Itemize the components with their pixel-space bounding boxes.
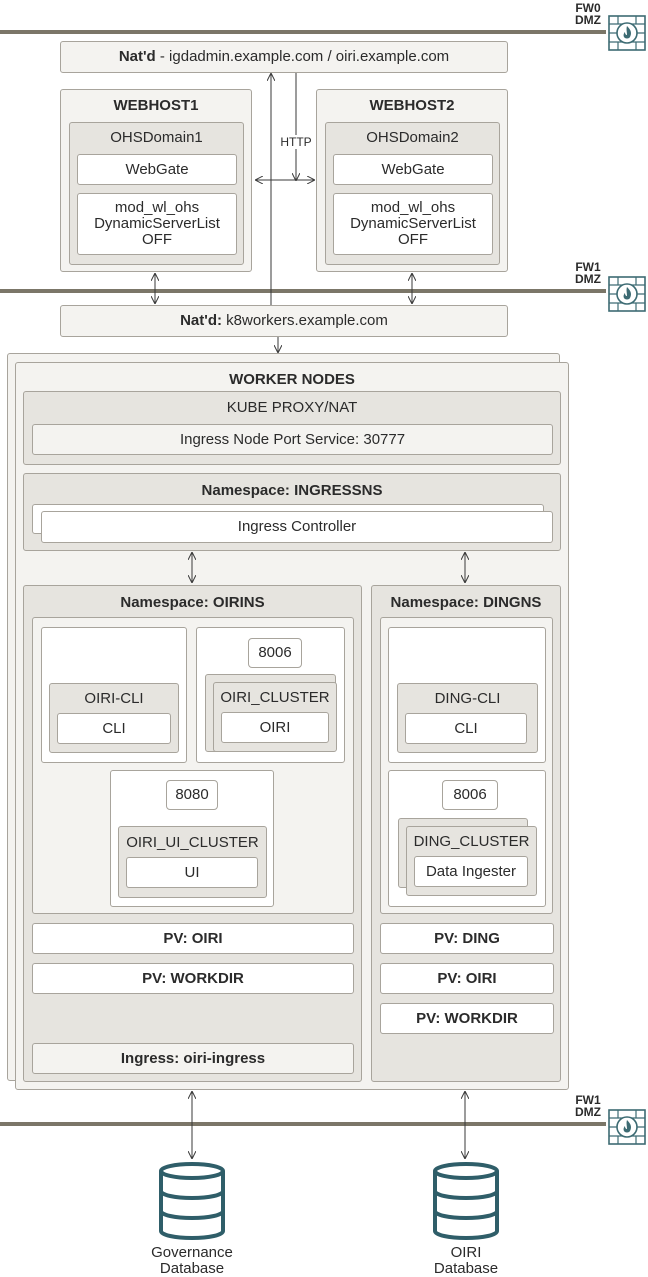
- kube-proxy-title: KUBE PROXY/NAT: [226, 399, 358, 416]
- pv-workdir: PV: WORKDIR: [380, 1003, 554, 1034]
- webhost2-title: WEBHOST2: [369, 97, 455, 114]
- nat-bar-top: Nat'd - igdadmin.example.com / oiri.exam…: [60, 41, 508, 73]
- dingns-pods-area: DING-CLI CLI 8006 DING_CLUSTER Data Inge…: [380, 617, 553, 914]
- dingns-title: Namespace: DINGNS: [390, 594, 542, 611]
- oiri-cluster-port: 8006: [248, 638, 302, 668]
- oiri-cluster-pod: 8006 OIRI_CLUSTER OIRI: [196, 627, 345, 763]
- oiri-ui-cluster-inner: UI: [126, 857, 258, 888]
- ding-cluster-inner: Data Ingester: [414, 856, 528, 887]
- oiri-ui-cluster-pod: 8080 OIRI_UI_CLUSTER UI: [110, 770, 274, 907]
- pv-ding: PV: DING: [380, 923, 554, 954]
- firewall-line-fw1-bottom: [0, 1122, 606, 1126]
- oiri-cli-inner: CLI: [57, 713, 171, 744]
- ingress-oiri-ingress: Ingress: oiri-ingress: [32, 1043, 354, 1074]
- oirins-pods-area: OIRI-CLI CLI 8006 OIRI_CLUSTER OIRI 8080: [32, 617, 354, 914]
- namespace-ingressns: Namespace: INGRESSNS Ingress Controller: [23, 473, 561, 551]
- http-connectors: [0, 73, 648, 360]
- oiri-ui-cluster-container: OIRI_UI_CLUSTER UI: [118, 826, 267, 898]
- firewall-icon: [608, 15, 646, 51]
- firewall-line-fw1-top: [0, 289, 606, 293]
- ding-cluster-pod: 8006 DING_CLUSTER Data Ingester: [388, 770, 546, 907]
- oiri-cluster-inner: OIRI: [221, 712, 329, 743]
- oiri-cli-container: OIRI-CLI CLI: [49, 683, 179, 753]
- ding-cli-container: DING-CLI CLI: [397, 683, 538, 753]
- firewall-icon: [608, 1109, 646, 1145]
- oiri-ui-cluster-title: OIRI_UI_CLUSTER: [126, 834, 259, 851]
- database-icon: [433, 1162, 499, 1240]
- nat-bar-workers: Nat'd: k8workers.example.com: [60, 305, 508, 337]
- firewall-line-fw0: [0, 30, 606, 34]
- database-icon: [159, 1162, 225, 1240]
- ding-cluster-container: DING_CLUSTER Data Ingester: [406, 826, 537, 896]
- oiri-ui-cluster-port: 8080: [166, 780, 218, 810]
- oiri-cluster-title: OIRI_CLUSTER: [220, 689, 330, 706]
- webgate-box: WebGate: [77, 154, 237, 185]
- oiri-cli-pod: OIRI-CLI CLI: [41, 627, 187, 763]
- pv-oiri: PV: OIRI: [380, 963, 554, 994]
- ding-cluster-title: DING_CLUSTER: [413, 833, 530, 850]
- ding-cluster-port: 8006: [442, 780, 498, 810]
- ohs-domain2-title: OHSDomain2: [366, 129, 459, 146]
- oiri-cli-title: OIRI-CLI: [84, 690, 144, 707]
- oiri-cluster-container: OIRI_CLUSTER OIRI: [213, 682, 337, 752]
- pv-oiri: PV: OIRI: [32, 923, 354, 954]
- webhost1-title: WEBHOST1: [113, 97, 199, 114]
- namespace-oirins: Namespace: OIRINS OIRI-CLI CLI 8006 OIRI…: [23, 585, 362, 1082]
- http-label: HTTP: [278, 135, 314, 149]
- ingress-node-port-service: Ingress Node Port Service: 30777: [32, 424, 553, 455]
- ingressns-title: Namespace: INGRESSNS: [201, 482, 383, 499]
- firewall-icon: [608, 276, 646, 312]
- namespace-dingns: Namespace: DINGNS DING-CLI CLI 8006 DING…: [371, 585, 561, 1082]
- ding-cli-inner: CLI: [405, 713, 527, 744]
- kube-proxy: KUBE PROXY/NAT Ingress Node Port Service…: [23, 391, 561, 465]
- webgate-box: WebGate: [333, 154, 493, 185]
- oirins-title: Namespace: OIRINS: [120, 594, 265, 611]
- ding-cli-title: DING-CLI: [434, 690, 501, 707]
- ding-cli-pod: DING-CLI CLI: [388, 627, 546, 763]
- ohs-domain1-title: OHSDomain1: [110, 129, 203, 146]
- pv-workdir: PV: WORKDIR: [32, 963, 354, 994]
- ingress-controller: Ingress Controller: [41, 511, 553, 543]
- worker-nodes-title: WORKER NODES: [229, 371, 355, 388]
